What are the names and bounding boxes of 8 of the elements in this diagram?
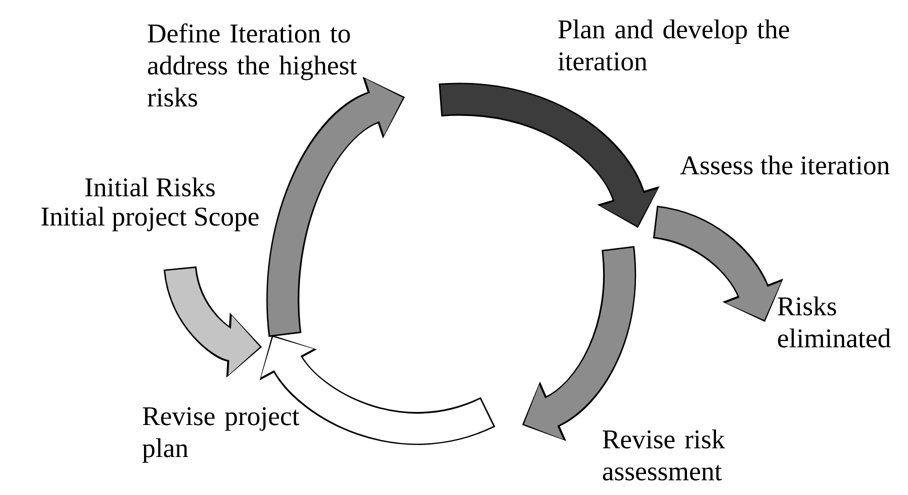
step-label: Revise project plan: [142, 407, 300, 463]
step-label: Assess the iteration: [680, 155, 890, 174]
step-label: Plan and develop the iteration: [558, 19, 789, 70]
step-label: Define Iteration to address the highest risks: [148, 23, 357, 107]
step-label: Initial project Scope: [42, 206, 259, 232]
step-label: Initial Risks: [85, 177, 215, 196]
step-label: Risks eliminated: [778, 296, 891, 348]
step-label: Revise risk assessment: [602, 429, 725, 480]
